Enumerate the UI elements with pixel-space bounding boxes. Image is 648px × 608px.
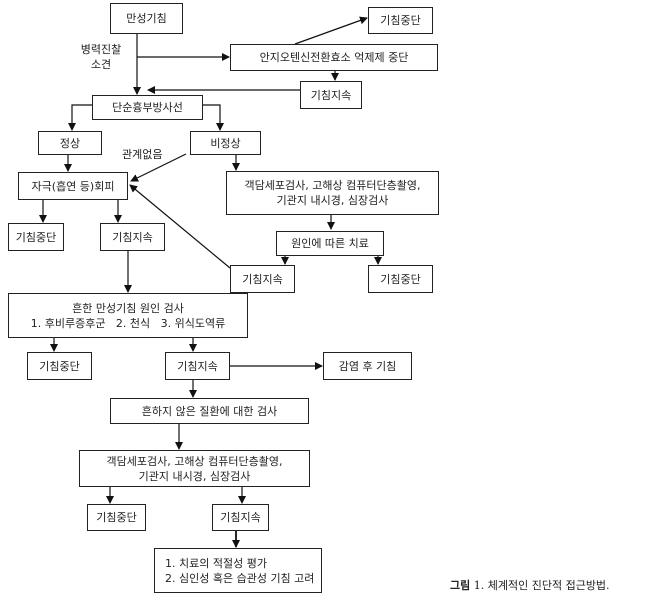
node-cough-persists: 기침지속	[300, 81, 362, 109]
node-label: 정상	[59, 136, 81, 150]
arrow	[130, 153, 187, 182]
node-label: 기침지속	[310, 88, 352, 102]
node-uncommon-tests: 흔하지 않은 질환에 대한 검사	[110, 398, 309, 424]
arrow	[294, 16, 368, 45]
node-label: 기관지 내시경, 심장검사	[138, 469, 251, 483]
node-label: 기침중단	[380, 14, 421, 27]
arrow	[203, 104, 224, 131]
node-ace-inhibitor-stop: 안지오텐신전환효소 억제제 중단	[230, 44, 438, 71]
label-line: 병력진찰	[80, 43, 122, 56]
node-cough-persists: 기침지속	[230, 265, 295, 293]
node-label: 기침지속	[112, 230, 153, 244]
node-cough-stopped: 기침중단	[368, 265, 433, 293]
node-label: 만성기침	[126, 12, 167, 25]
node-label: 기침지속	[220, 511, 261, 524]
node-cough-stopped: 기침중단	[27, 352, 92, 380]
node-label: 자극(흡연 등)회피	[31, 179, 115, 193]
node-label: 기침지속	[177, 359, 218, 373]
node-cough-persists: 기침지속	[100, 223, 165, 251]
node-label: 객담세포검사, 고해상 컴퓨터단층촬영,	[244, 179, 421, 192]
node-label: 흔한 만성기침 원인 검사	[72, 301, 184, 315]
node-cough-persists: 기침지속	[165, 352, 230, 380]
node-cough-persists: 기침지속	[212, 504, 269, 531]
node-label: 원인에 따른 치료	[291, 237, 369, 250]
label-unrelated: 관계없음	[122, 148, 163, 161]
figure-caption: 그림 1. 체계적인 진단적 접근방법.	[450, 577, 610, 593]
node-label: 기침지속	[242, 272, 283, 286]
node-label: 감염 후 기침	[338, 359, 397, 373]
node-label: 기침중단	[15, 230, 57, 244]
arrow	[129, 184, 231, 269]
node-label: 1. 치료의 적절성 평가	[165, 556, 267, 570]
node-label: 1. 후비루증후군 2. 천식 3. 위식도역류	[30, 316, 226, 330]
node-label: 기침중단	[96, 511, 137, 524]
node-postinfectious-cough: 감염 후 기침	[323, 352, 412, 380]
node-label: 2. 심인성 혹은 습관성 기침 고려	[165, 571, 315, 585]
node-avoid-irritant: 자극(흡연 등)회피	[18, 172, 128, 200]
caption-prefix: 그림	[450, 579, 471, 592]
label-line: 소견	[90, 58, 112, 71]
node-label: 단순흉부방사선	[112, 101, 183, 114]
caption-text: 1. 체계적인 진단적 접근방법.	[473, 579, 610, 592]
node-label: 기침중단	[39, 359, 80, 373]
node-chronic-cough: 만성기침	[110, 3, 183, 34]
node-tests-2: 객담세포검사, 고해상 컴퓨터단층촬영,기관지 내시경, 심장검사	[79, 450, 310, 487]
node-label: 흔하지 않은 질환에 대한 검사	[141, 404, 278, 418]
node-label: 객담세포검사, 고해상 컴퓨터단층촬영,	[106, 454, 283, 468]
node-label: 기침중단	[380, 272, 421, 286]
node-tests-1: 객담세포검사, 고해상 컴퓨터단층촬영, 기관지 내시경, 심장검사	[226, 171, 439, 215]
node-abnormal: 비정상	[190, 131, 261, 155]
node-cough-stopped: 기침중단	[8, 223, 64, 251]
node-cause-treatment: 원인에 따른 치료	[276, 231, 384, 256]
arrow	[68, 104, 92, 131]
node-label: 안지오텐신전환효소 억제제 중단	[259, 51, 409, 64]
node-normal: 정상	[38, 131, 102, 155]
node-label: 비정상	[210, 136, 241, 150]
node-cough-stopped: 기침중단	[368, 7, 433, 34]
node-chest-xray: 단순흉부방사선	[92, 95, 203, 120]
node-cough-stopped: 기침중단	[87, 504, 146, 531]
node-label: 기관지 내시경, 심장검사	[276, 194, 389, 207]
